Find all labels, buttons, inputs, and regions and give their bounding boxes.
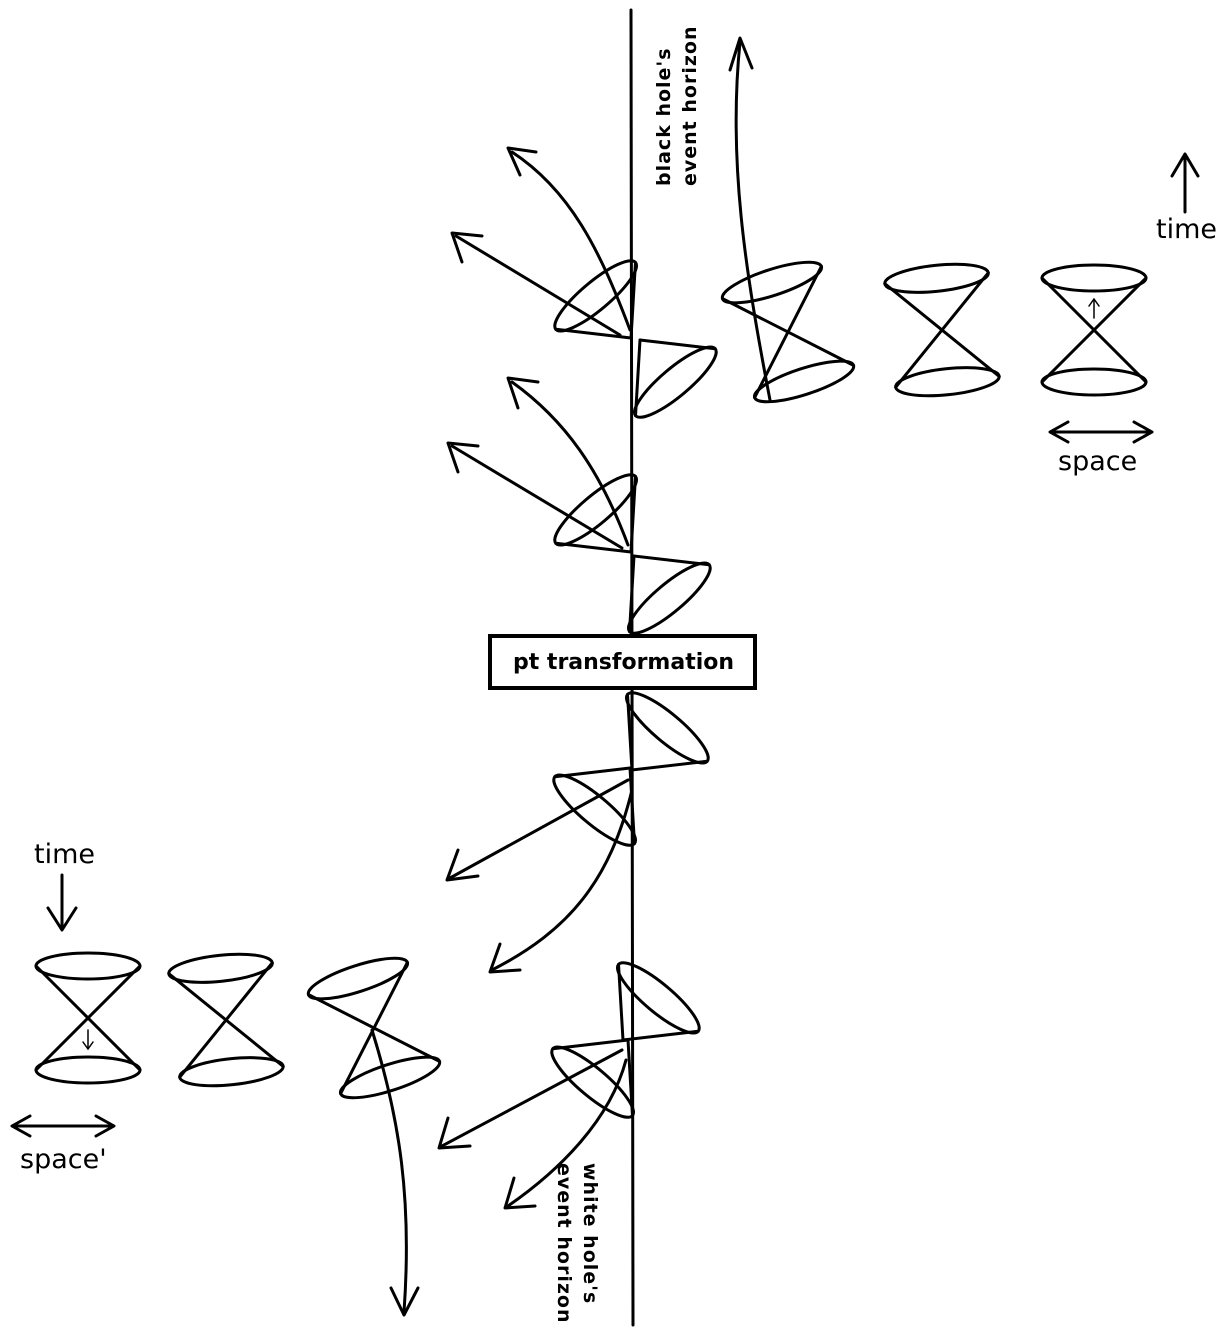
light-cone-tilted <box>716 252 860 412</box>
infall-path-arrow-bottom <box>370 1028 408 1314</box>
arrowhead-icon <box>445 848 480 882</box>
infall-path-arrow-4 <box>450 444 624 550</box>
svg-text:black hole's: black hole's <box>653 47 675 186</box>
arrowhead-icon <box>503 1176 537 1210</box>
arrowhead-icon <box>450 231 484 264</box>
emission-path-arrow-2 <box>490 788 634 972</box>
light-cone-at-horizon-upper <box>545 250 726 428</box>
space-label-bottom: space' <box>20 1144 107 1175</box>
infall-path-arrow-2 <box>454 234 622 337</box>
black-hole-horizon-label: black hole's event horizon <box>653 26 701 186</box>
svg-text:pt transformation: pt transformation <box>513 650 734 675</box>
arrowhead-icon <box>488 942 522 974</box>
emission-path-arrow-3 <box>440 1048 624 1148</box>
light-cone-upright-bottom <box>34 951 142 1085</box>
time-axis-arrow-up <box>1170 152 1200 214</box>
space-prime-axis-arrow <box>10 1114 116 1138</box>
infall-path-arrow-3 <box>510 380 630 547</box>
light-cone-tilted-bottom <box>302 948 446 1108</box>
light-cone-upright <box>1040 263 1148 397</box>
arrowhead-icon <box>389 1286 420 1317</box>
infall-path-arrow <box>510 150 632 332</box>
escape-path-arrow <box>734 40 772 402</box>
arrowhead-icon <box>506 376 540 410</box>
svg-text:event horizon: event horizon <box>679 26 701 186</box>
svg-text:white hole's: white hole's <box>579 1163 601 1304</box>
time-label-top: time <box>1156 214 1217 245</box>
light-cone-slightly-tilted-bottom <box>165 948 287 1092</box>
space-label-top: space <box>1058 446 1137 477</box>
light-cone-at-white-horizon-lower <box>542 952 709 1128</box>
time-axis-arrow-down <box>46 873 78 932</box>
svg-text:event horizon: event horizon <box>553 1163 575 1323</box>
pt-transformation-box: pt transformation <box>488 634 757 690</box>
arrowhead-icon <box>728 36 754 72</box>
space-axis-arrow <box>1048 420 1154 444</box>
arrowhead-icon <box>506 146 538 177</box>
time-label-bottom: time <box>34 839 95 870</box>
light-cone-slightly-tilted <box>881 258 1003 402</box>
arrowhead-icon <box>437 1116 472 1150</box>
emission-path-arrow <box>448 778 630 880</box>
white-hole-horizon-label: white hole's event horizon <box>553 1163 601 1323</box>
emission-path-arrow-4 <box>506 1058 628 1208</box>
arrowhead-icon <box>446 441 480 474</box>
light-cone-at-white-horizon-upper <box>544 682 718 856</box>
